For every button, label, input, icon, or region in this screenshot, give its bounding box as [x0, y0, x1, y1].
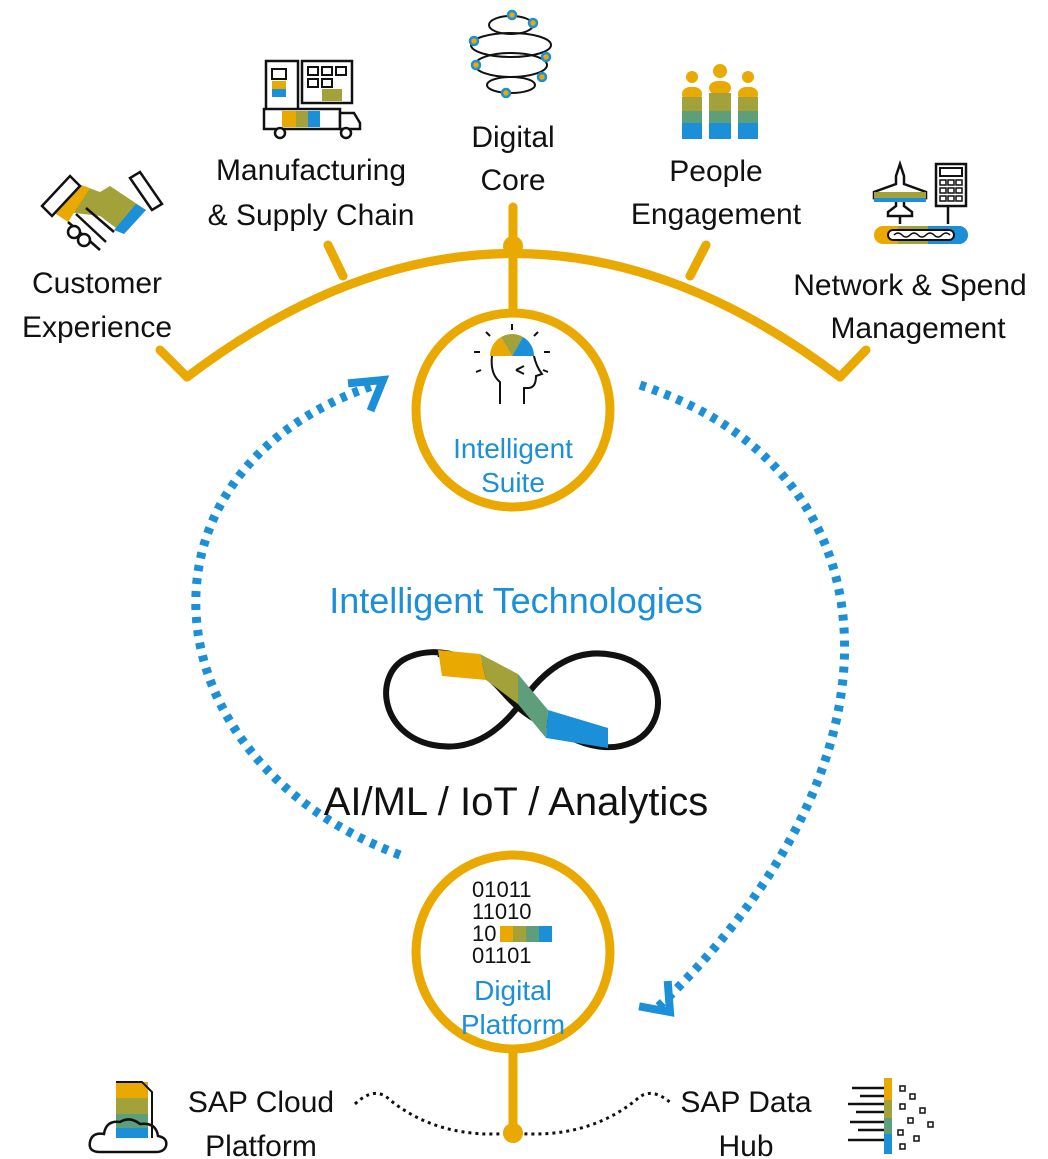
pillar-customer-experience: Customer Experience: [22, 170, 172, 344]
arrowhead-bottom-right-icon: [638, 980, 675, 1017]
data-hub-line2: Hub: [718, 1130, 773, 1159]
technologies-subtitle: AI/ML / IoT / Analytics: [324, 780, 709, 824]
arc-end-right: [835, 345, 871, 382]
suite-label-line2: Suite: [481, 467, 545, 498]
cloud-platform-line2: Platform: [205, 1130, 317, 1159]
people-engagement-line2: Engagement: [631, 198, 802, 231]
binary-row-1: 01011: [472, 877, 532, 902]
handshake-icon: [40, 170, 164, 251]
right-cycle-arc: [638, 380, 850, 1014]
pillar-digital-core: Digital Core: [468, 9, 555, 197]
technologies-title: Intelligent Technologies: [329, 580, 703, 621]
manufacturing-line1: Manufacturing: [216, 154, 406, 187]
spiral-core-icon: [468, 9, 552, 99]
pillar-manufacturing: Manufacturing & Supply Chain: [208, 59, 415, 232]
spoke-manufacturing: [323, 240, 348, 281]
factory-truck-icon: [262, 59, 362, 140]
binary-row-4: 01101: [472, 943, 532, 968]
platform-node: 01011 11010 10 01101 Digital Platform: [411, 850, 615, 1054]
arc-end-left: [155, 345, 192, 382]
manufacturing-line2: & Supply Chain: [208, 199, 415, 232]
head-lightbulb-icon: [474, 324, 550, 404]
pillar-network-spend: Network & Spend Management: [793, 160, 1027, 345]
data-hub-line1: SAP Data: [680, 1086, 812, 1119]
plane-calculator-icon: [872, 160, 968, 244]
network-spend-line2: Management: [830, 312, 1006, 345]
network-spend-line1: Network & Spend: [793, 269, 1026, 302]
platform-label-line1: Digital: [474, 975, 552, 1006]
cloud-platform-line1: SAP Cloud: [188, 1086, 334, 1119]
binary-row-3: 10: [472, 921, 496, 946]
arrowhead-top-left-icon: [347, 375, 390, 413]
people-icon: [682, 64, 758, 139]
suite-circle: [411, 308, 615, 512]
binary-row-2: 11010: [472, 899, 532, 924]
pillar-people-engagement: People Engagement: [631, 64, 802, 231]
suite-node: Intelligent Suite: [411, 308, 615, 512]
cycle-arrows: [191, 380, 850, 1014]
data-hub-icon: [848, 1078, 934, 1154]
arrowheads: [347, 375, 675, 1017]
customer-experience-line2: Experience: [22, 311, 172, 344]
bottom-joint-dot: [503, 1123, 523, 1143]
binary-data-icon: 01011 11010 10 01101: [472, 877, 552, 968]
digital-core-line2: Core: [480, 164, 545, 197]
spoke-people: [685, 240, 711, 281]
infinity-icon: [383, 649, 661, 751]
cloud-document-icon: [88, 1081, 168, 1154]
people-engagement-line1: People: [669, 155, 762, 188]
bottom-sap-data-hub: SAP Data Hub: [680, 1078, 934, 1159]
customer-experience-line1: Customer: [32, 267, 162, 300]
digital-core-line1: Digital: [471, 121, 554, 154]
suite-label-line1: Intelligent: [453, 433, 573, 464]
platform-label-line2: Platform: [461, 1009, 565, 1040]
core-joint-dot: [503, 236, 523, 256]
left-cycle-arc: [191, 380, 402, 860]
bottom-sap-cloud-platform: SAP Cloud Platform: [88, 1081, 334, 1159]
